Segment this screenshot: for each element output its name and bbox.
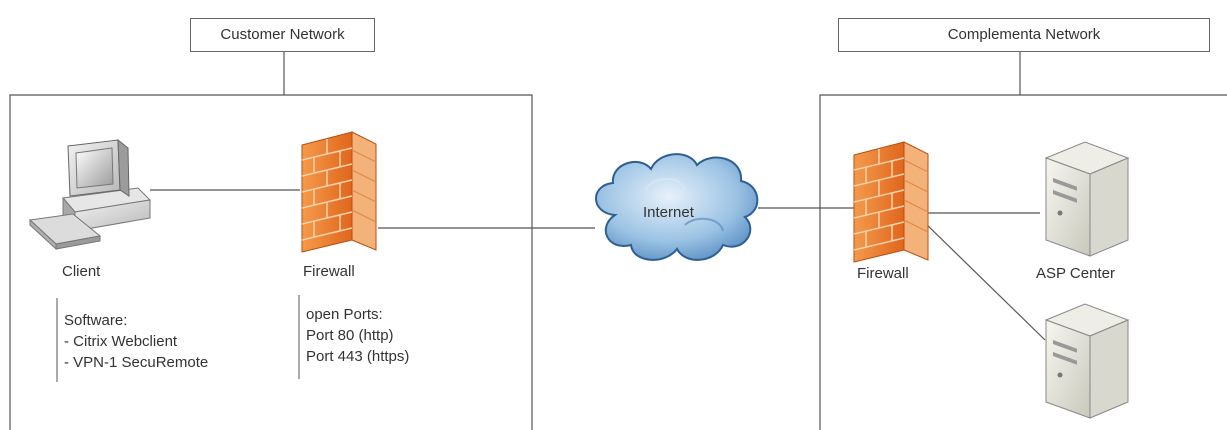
complementa-network-border — [819, 94, 1227, 430]
client-label: Client — [62, 263, 101, 280]
server-icon — [1044, 141, 1130, 257]
complementa-firewall-label: Firewall — [857, 265, 909, 282]
internet-label: Internet — [643, 204, 695, 221]
firewall-notes-bar — [298, 295, 300, 379]
firewall-notes: open Ports: Port 80 (http) Port 443 (htt… — [306, 304, 409, 367]
client-note-line: - VPN-1 SecuRemote — [64, 354, 209, 371]
firewall-note-line: open Ports: — [306, 306, 383, 323]
complementa-network-title: Complementa Network — [838, 18, 1210, 52]
firewall-icon — [853, 141, 929, 263]
client-computer-icon — [28, 138, 152, 251]
firewall-server2-link — [921, 219, 1046, 341]
asp-center-label: ASP Center — [1036, 265, 1115, 282]
firewall-icon — [301, 131, 377, 253]
firewall-note-line: Port 443 (https) — [306, 348, 410, 365]
customer-network-border — [9, 94, 533, 430]
client-note-line: Software: — [64, 312, 128, 329]
server-icon — [1044, 303, 1130, 419]
customer-network-title: Customer Network — [190, 18, 375, 52]
customer-firewall-label: Firewall — [303, 263, 355, 280]
client-notes: Software: - Citrix Webclient - VPN-1 Sec… — [64, 310, 208, 373]
client-notes-bar — [56, 298, 58, 382]
client-note-line: - Citrix Webclient — [64, 333, 178, 350]
internet-cloud-icon: Internet — [595, 153, 759, 261]
firewall-note-line: Port 80 (http) — [306, 327, 394, 344]
